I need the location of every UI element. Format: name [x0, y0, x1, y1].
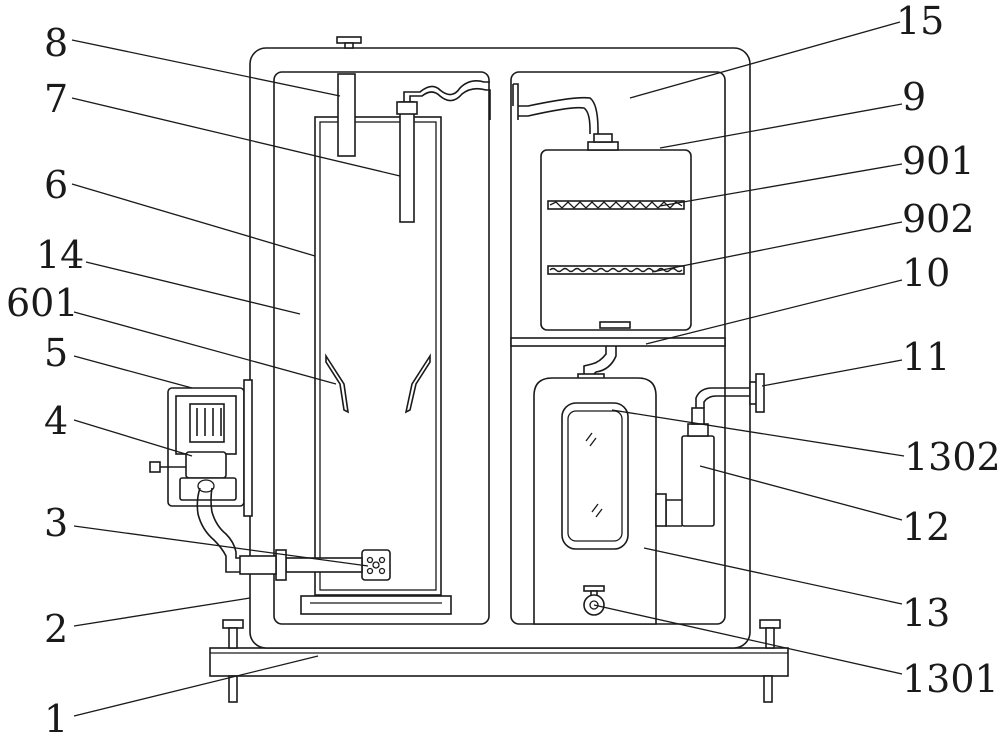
- label-14: 14: [36, 233, 84, 277]
- vent-pipe: [396, 101, 418, 223]
- filter-layer-902: [547, 265, 685, 275]
- pump: [149, 451, 237, 501]
- tank-bottom-plate: [300, 595, 452, 615]
- label-1: 1: [44, 697, 68, 741]
- outlet-pipe: [695, 373, 765, 413]
- label-8: 8: [44, 21, 68, 65]
- label-902: 902: [902, 197, 975, 241]
- label-5: 5: [44, 331, 68, 375]
- feed-pipe: [239, 549, 363, 581]
- label-11: 11: [902, 335, 950, 379]
- label-601: 601: [6, 281, 79, 325]
- base-feet: [228, 675, 773, 703]
- filter-box: [540, 149, 692, 331]
- label-13: 13: [902, 591, 950, 635]
- label-2: 2: [44, 607, 68, 651]
- baffles: [325, 353, 431, 414]
- pump-hose: [196, 479, 240, 573]
- label-1301: 1301: [902, 657, 999, 701]
- filter-inlet: [518, 96, 619, 151]
- return-pump: [655, 407, 715, 527]
- label-10: 10: [902, 251, 950, 295]
- shelf: [510, 337, 726, 347]
- label-12: 12: [902, 505, 950, 549]
- upper-hose: [403, 80, 519, 120]
- top-cap: [336, 36, 362, 49]
- label-15: 15: [896, 0, 944, 43]
- filter-outlet: [599, 321, 631, 329]
- label-901: 901: [902, 139, 975, 183]
- inlet-pipe: [337, 73, 356, 157]
- base-plate: [209, 647, 789, 677]
- label-1302: 1302: [904, 435, 1000, 479]
- label-6: 6: [44, 163, 68, 207]
- label-7: 7: [44, 77, 68, 121]
- sight-window: [561, 402, 629, 550]
- label-3: 3: [44, 501, 68, 545]
- leveling-bolts: [222, 619, 781, 649]
- inner-tank: [314, 116, 442, 596]
- drain-valve: [583, 585, 605, 616]
- label-9: 9: [902, 75, 926, 119]
- leader-lines: [71, 21, 905, 717]
- spray-head: [361, 549, 391, 581]
- label-4: 4: [44, 399, 68, 443]
